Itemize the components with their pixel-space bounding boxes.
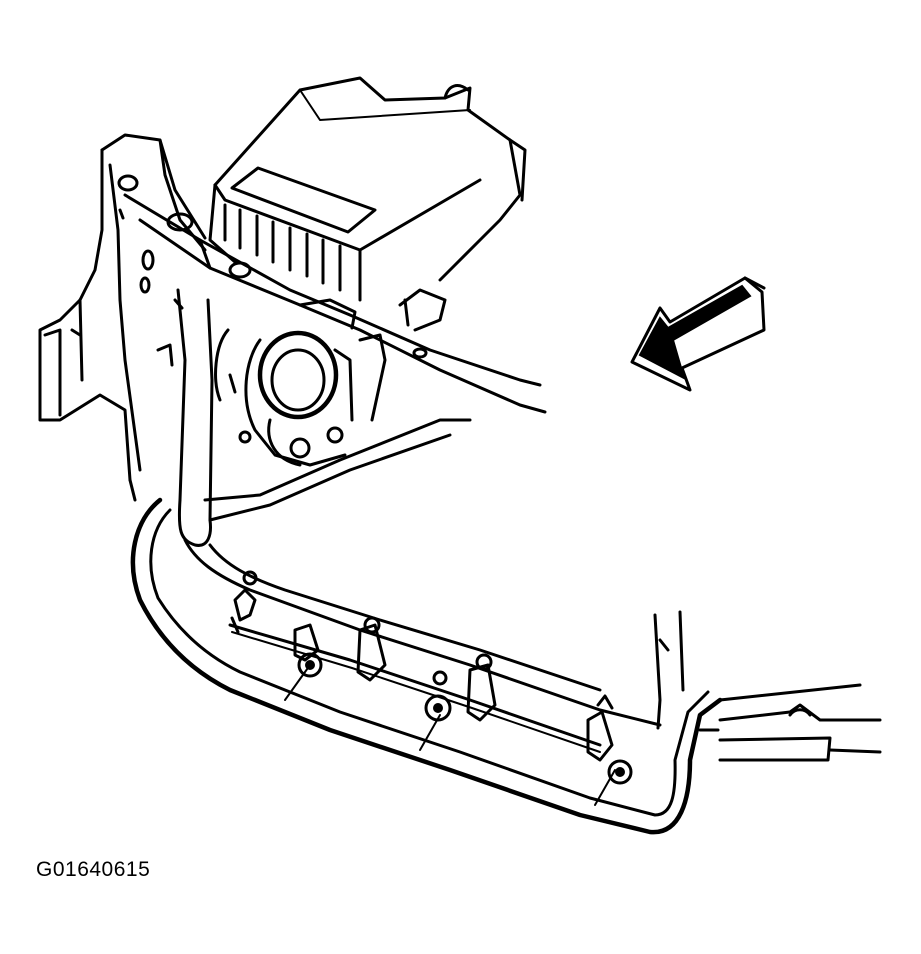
component-housing [208, 76, 527, 302]
arrow-down-left-icon [630, 276, 766, 392]
clip-4 [424, 670, 452, 722]
clip-2 [293, 623, 323, 678]
clip-6 [586, 694, 633, 785]
left-frame-bracket [38, 133, 207, 502]
round-fitting [214, 328, 387, 467]
lower-plate [203, 418, 472, 522]
wiring-harness [130, 497, 723, 835]
right-body-panel [653, 610, 882, 762]
vertical-post [156, 288, 214, 547]
clip-3 [356, 616, 387, 682]
figure-id-label: G01640615 [36, 858, 151, 881]
harness-clips [230, 570, 633, 785]
clip-1 [230, 570, 258, 634]
clip-5 [466, 653, 497, 722]
cross-member [123, 193, 547, 414]
